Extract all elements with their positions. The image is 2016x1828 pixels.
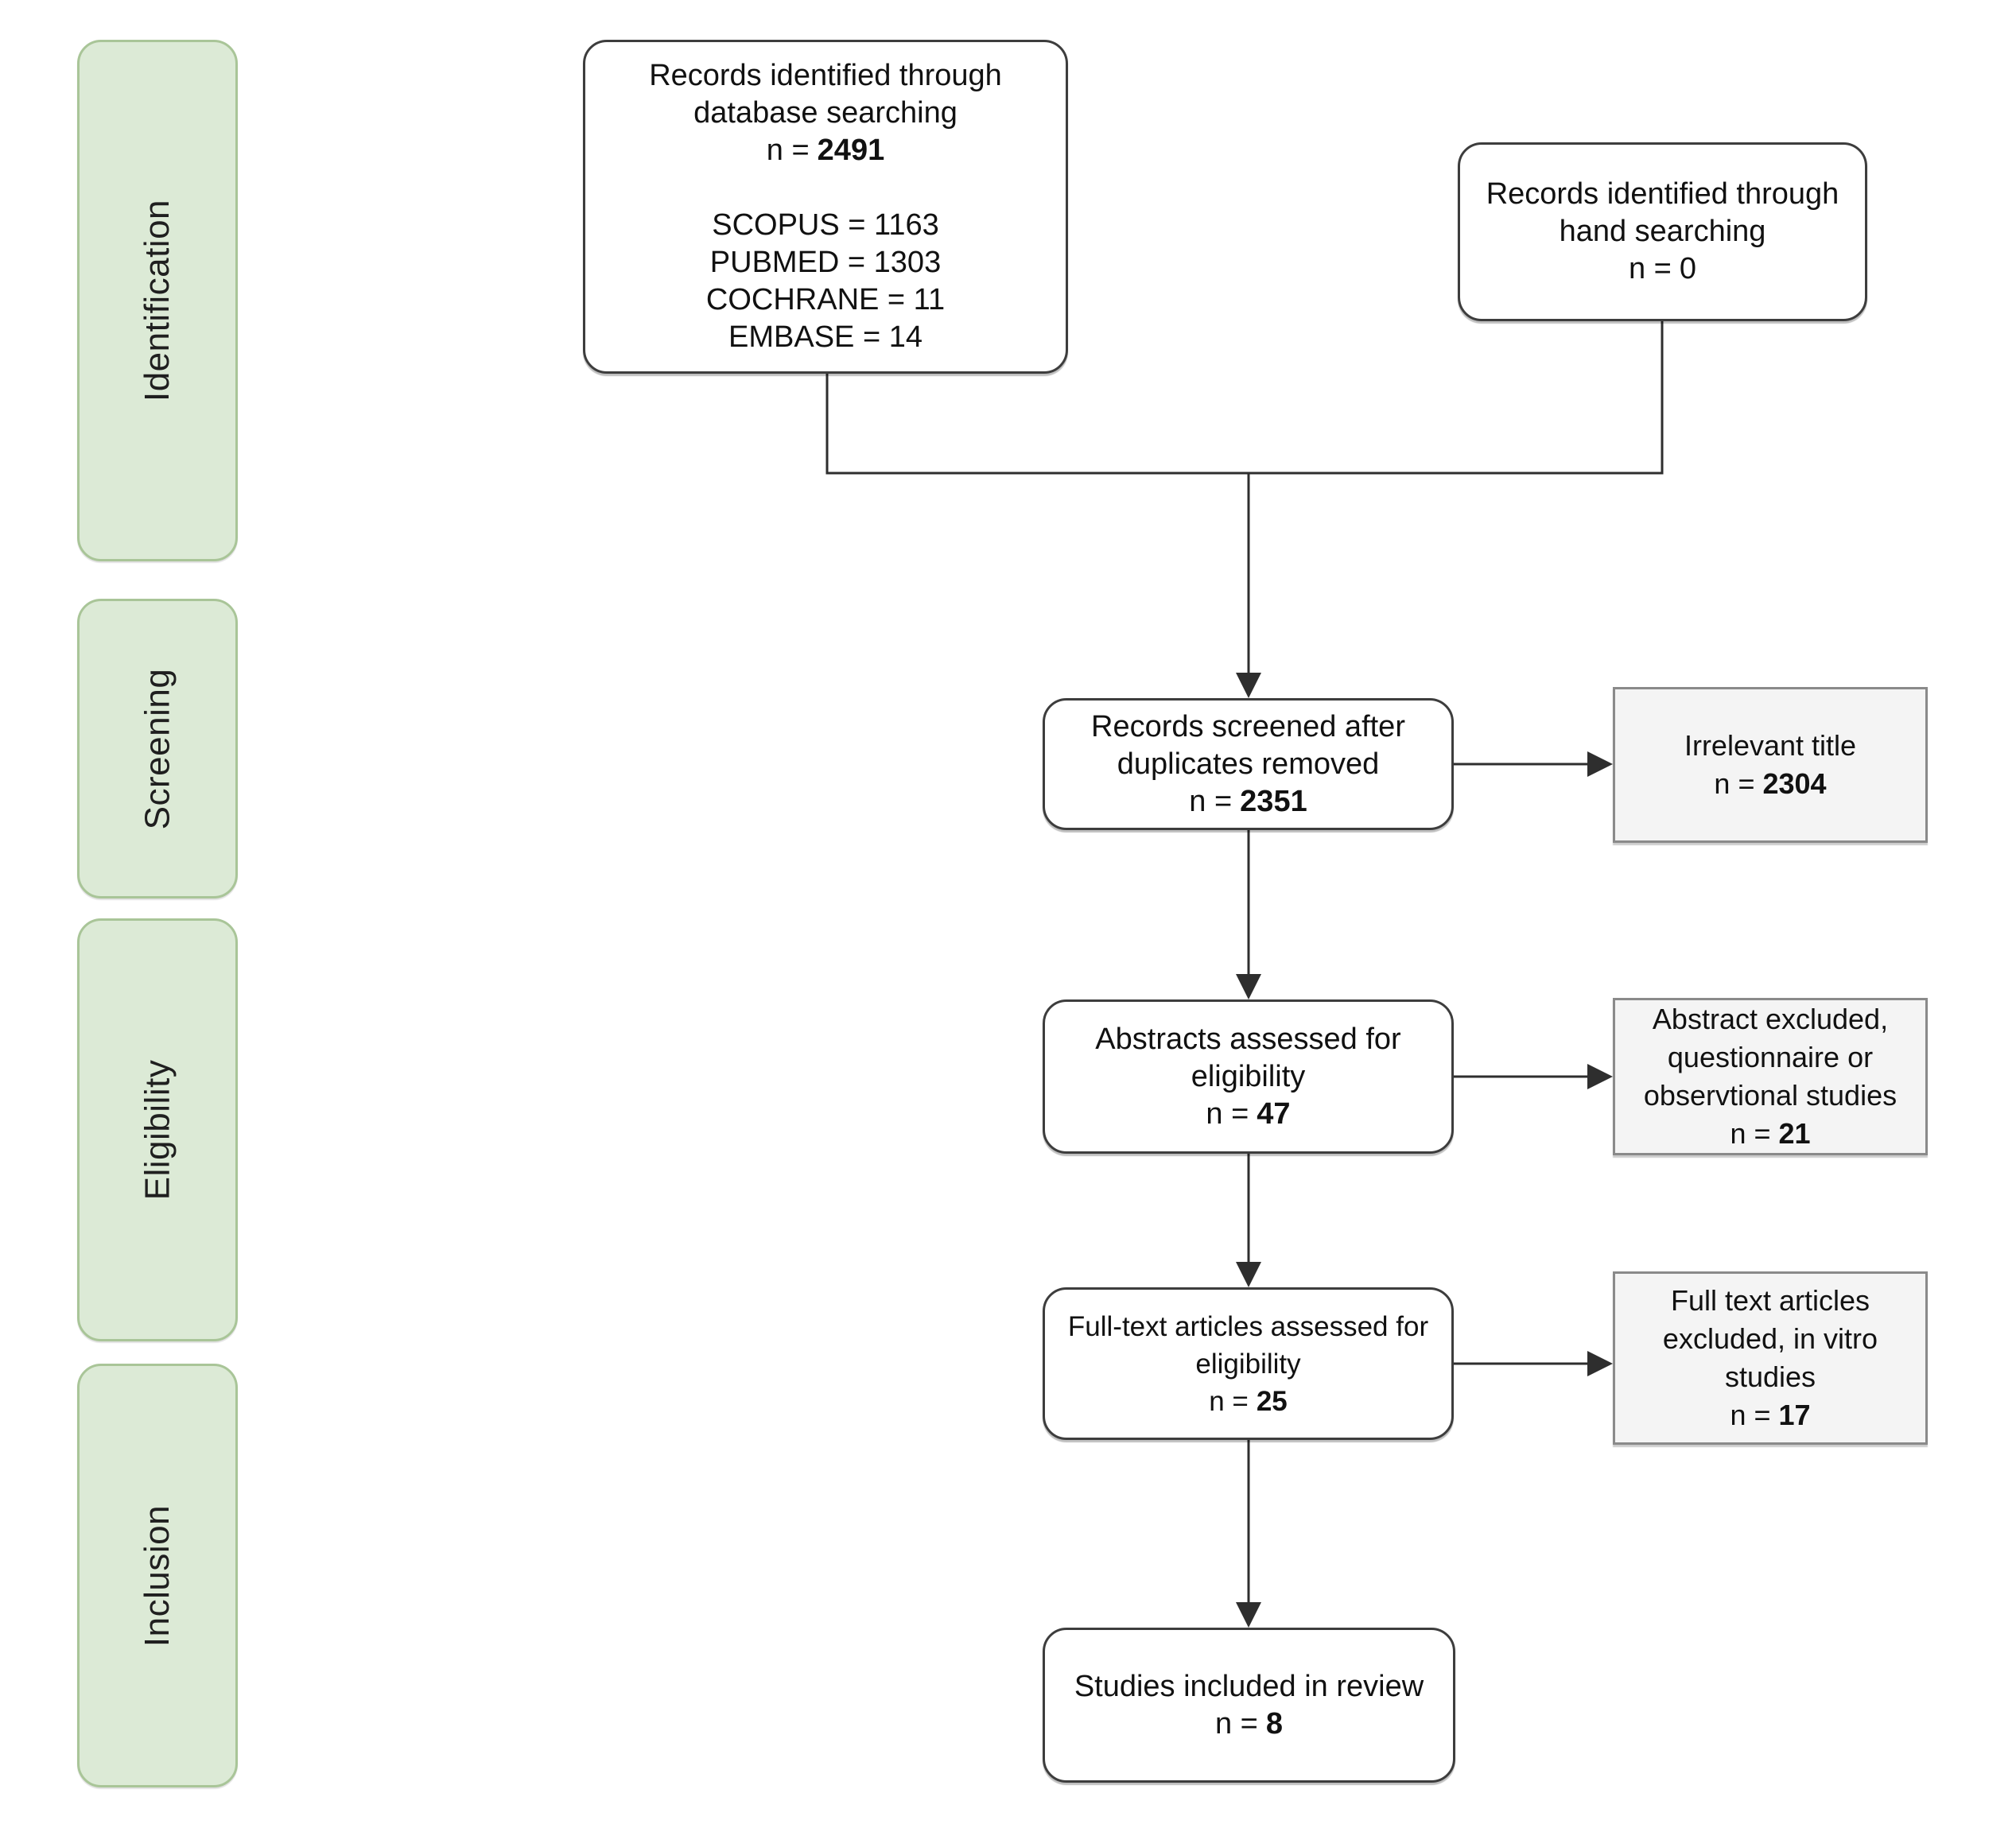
- n-label: n =: [1714, 767, 1755, 800]
- n-label: n =: [1206, 1096, 1249, 1131]
- text-line: eligibility: [1195, 1348, 1301, 1380]
- n-value: 2491: [817, 134, 885, 167]
- n-label: n =: [766, 134, 810, 167]
- n-label: n =: [1730, 1117, 1771, 1150]
- stage-label-inclusion: Inclusion: [137, 1504, 177, 1647]
- node-abstracts-excluded: Abstract excluded, questionnaire or obse…: [1613, 998, 1928, 1155]
- count-line: n =0: [1629, 250, 1696, 288]
- text-line: Records identified through: [649, 59, 1002, 92]
- source-line: PUBMED = 1303: [709, 246, 942, 279]
- n-value: 17: [1778, 1399, 1811, 1431]
- text-line: Irrelevant title: [1684, 729, 1857, 762]
- text-line: Full-text articles assessed for: [1067, 1310, 1429, 1342]
- count-line: n =21: [1730, 1115, 1810, 1153]
- node-irrelevant-title: Irrelevant title n =2304: [1613, 687, 1928, 843]
- arrowhead-included: [1236, 1602, 1261, 1628]
- text-line: eligibility: [1191, 1059, 1306, 1093]
- source-line: COCHRANE = 11: [705, 283, 946, 316]
- arrowhead-fulltext: [1236, 1262, 1261, 1287]
- count-line: n =17: [1730, 1396, 1810, 1434]
- arrowhead-fulltext-excluded: [1587, 1351, 1613, 1376]
- node-fulltext-excluded: Full text articles excluded, in vitro st…: [1613, 1271, 1928, 1445]
- stage-screening: Screening: [77, 599, 238, 898]
- text-line: questionnaire or: [1667, 1041, 1874, 1073]
- node-records-database-search: Records identified through database sear…: [583, 40, 1068, 374]
- n-value: 25: [1256, 1385, 1288, 1417]
- count-line: n =47: [1206, 1096, 1290, 1133]
- n-label: n =: [1209, 1385, 1249, 1417]
- n-label: n =: [1628, 252, 1672, 285]
- stage-label-identification: Identification: [138, 199, 177, 402]
- count-line: n =8: [1215, 1706, 1283, 1743]
- count-line: n =25: [1209, 1383, 1288, 1420]
- text-line: hand searching: [1559, 215, 1766, 248]
- n-value: 0: [1679, 252, 1697, 285]
- stage-inclusion: Inclusion: [77, 1364, 238, 1787]
- text-line: observtional studies: [1643, 1079, 1898, 1112]
- node-fulltext-assessed: Full-text articles assessed for eligibil…: [1043, 1287, 1454, 1440]
- node-records-screened: Records screened after duplicates remove…: [1043, 698, 1454, 830]
- count-line: n =2351: [1189, 783, 1307, 821]
- stage-identification: Identification: [77, 40, 238, 561]
- arrowhead-irrelevant: [1587, 751, 1613, 777]
- n-label: n =: [1214, 1706, 1258, 1741]
- n-label: n =: [1189, 784, 1233, 818]
- stage-eligibility: Eligibility: [77, 918, 238, 1341]
- source-line: SCOPUS = 1163: [712, 208, 939, 242]
- n-value: 2304: [1762, 767, 1827, 800]
- n-label: n =: [1730, 1399, 1771, 1431]
- arrowhead-screened: [1236, 673, 1261, 698]
- node-studies-included: Studies included in review n =8: [1043, 1628, 1455, 1783]
- text-line: Full text articles: [1670, 1284, 1870, 1317]
- text-line: Studies included in review: [1074, 1669, 1424, 1703]
- count-line: n =2304: [1714, 765, 1826, 803]
- arrowhead-abstracts: [1236, 974, 1261, 999]
- text-line: Records screened after: [1091, 709, 1405, 743]
- stage-label-screening: Screening: [138, 668, 177, 829]
- text-line: Abstract excluded,: [1652, 1003, 1889, 1035]
- n-value: 2351: [1240, 784, 1307, 818]
- arrowhead-abstract-excluded: [1587, 1064, 1613, 1089]
- text-line: Records identified through: [1486, 177, 1839, 211]
- text-line: Abstracts assessed for: [1095, 1022, 1401, 1056]
- text-line: studies: [1724, 1360, 1816, 1393]
- node-abstracts-assessed: Abstracts assessed for eligibility n =47: [1043, 999, 1454, 1154]
- stage-label-eligibility: Eligibility: [137, 1059, 177, 1201]
- source-line: EMBASE = 14: [728, 320, 923, 354]
- n-value: 21: [1778, 1117, 1811, 1150]
- node-records-hand-search: Records identified through hand searchin…: [1458, 142, 1867, 321]
- text-line: duplicates removed: [1117, 747, 1380, 781]
- n-value: 8: [1265, 1706, 1284, 1741]
- n-value: 47: [1257, 1096, 1291, 1131]
- text-line: database searching: [693, 96, 958, 130]
- count-line: n =2491: [767, 132, 884, 169]
- text-line: excluded, in vitro: [1662, 1322, 1878, 1355]
